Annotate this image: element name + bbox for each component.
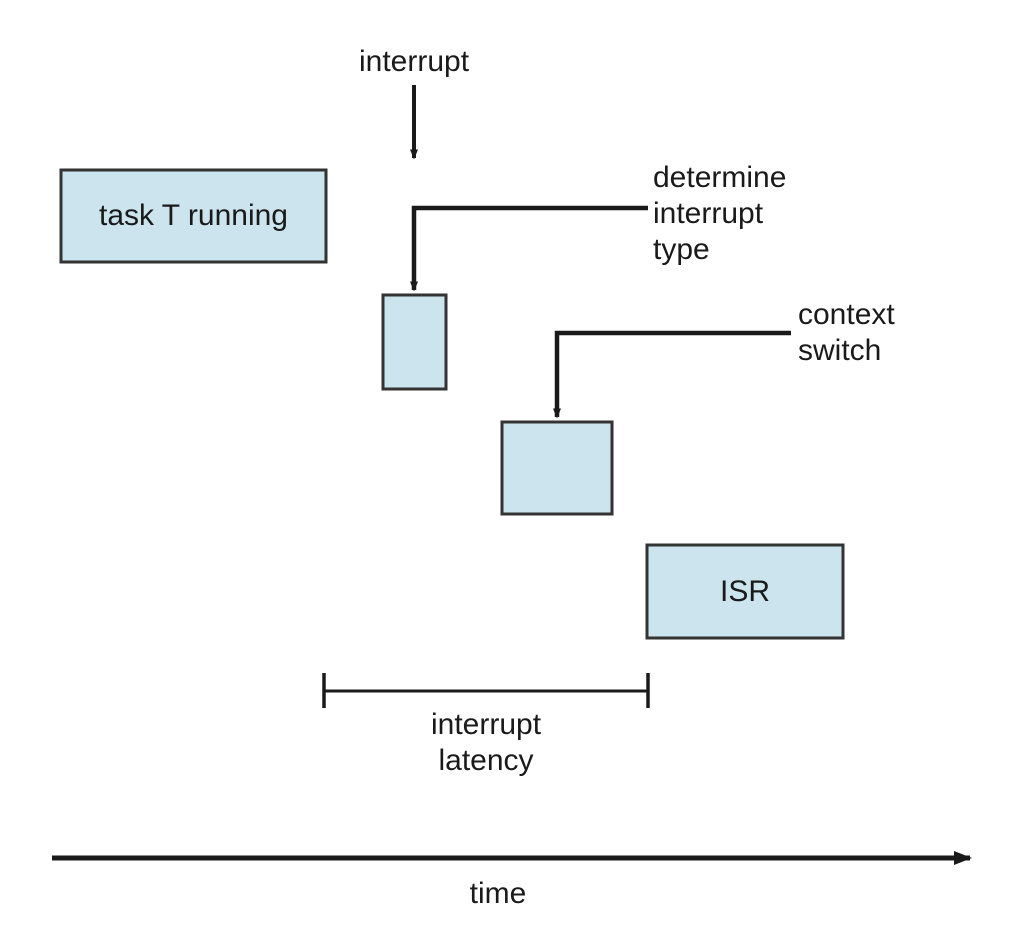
isr-box — [645, 543, 845, 640]
interrupt-latency-line-1: interrupt — [430, 708, 542, 741]
determine-interrupt-type-connector — [410, 205, 648, 292]
interrupt-latency-line-2: latency — [438, 744, 534, 777]
time-axis-label: time — [469, 877, 527, 910]
context-switch-line-2: switch — [798, 334, 882, 367]
determine-interrupt-type-label: determine interrupt type — [653, 160, 786, 268]
determine-interrupt-type-line-1: determine — [653, 161, 787, 194]
task-running-box — [59, 168, 328, 264]
context-switch-connector — [553, 330, 791, 419]
isr-box-label: ISR — [719, 574, 770, 608]
context-switch-label: context switch — [798, 297, 895, 369]
determine-interrupt-type-line-2: interrupt — [653, 197, 764, 230]
context-switch-line-1: context — [798, 298, 895, 331]
determine-interrupt-type-box — [381, 293, 448, 391]
interrupt-latency-bracket — [322, 673, 650, 708]
context-switch-box — [500, 420, 614, 516]
determine-interrupt-type-line-3: type — [653, 233, 710, 266]
interrupt-latency-label: interrupt latency — [325, 707, 647, 779]
task-running-box-label: task T running — [98, 199, 288, 232]
interrupt-label: interrupt — [358, 45, 470, 78]
